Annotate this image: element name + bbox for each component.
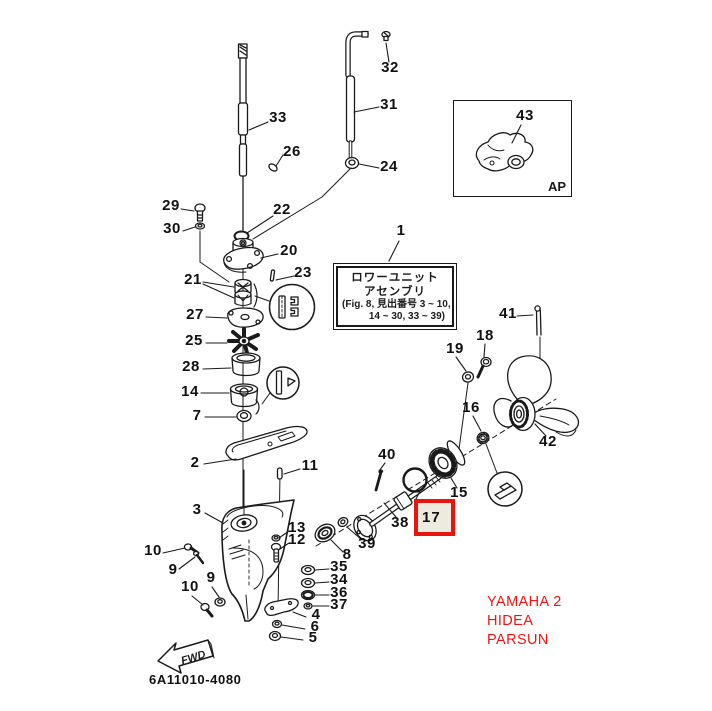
info-box-line-2: アセンブリ [364, 285, 426, 298]
left-fasteners [183, 543, 226, 618]
pin-11 [276, 467, 283, 480]
watermark-line-2: HIDEA [487, 613, 534, 629]
gearcase [221, 469, 295, 622]
lower-fasteners [264, 564, 316, 642]
ap-box-label: AP [547, 179, 566, 194]
gasket-plate-27 [227, 307, 264, 328]
ap-bracket-43 [475, 132, 534, 172]
housing-cup-28 [231, 352, 261, 377]
fwd-arrow: FWD [157, 639, 215, 674]
ap-inset-box: AP [453, 100, 572, 197]
watermark-line-1: YAMAHA 2 [487, 594, 562, 610]
oil-seals-21 [234, 278, 270, 308]
gear-assembly [428, 356, 523, 507]
info-box-border: ロワーユニット アセンブリ (Fig. 8, 見出番号 3 ~ 10, 14 ~… [336, 266, 454, 327]
grommet-24 [344, 156, 360, 170]
bolt-29 [194, 203, 206, 222]
info-box-line-1: ロワーユニット [351, 271, 439, 284]
o-ring-17 [402, 467, 428, 493]
info-box-line-3: (Fig. 8, 見出番号 3 ~ 10, [342, 298, 451, 310]
seal-detail-circle [268, 283, 316, 331]
housing-cup-14 [229, 383, 259, 408]
watermark-line-3: PARSUN [487, 632, 549, 648]
brand-watermark: YAMAHA 2 HIDEA PARSUN [487, 593, 562, 650]
clip-detail-circle [487, 471, 523, 507]
bushing-7 [236, 409, 252, 423]
info-box: ロワーユニット アセンブリ (Fig. 8, 見出番号 3 ~ 10, 14 ~… [333, 263, 457, 330]
seal-32 [381, 30, 391, 42]
cavitation-plate [225, 425, 308, 480]
washer-19 [461, 371, 475, 383]
pump-housing-20 [223, 237, 264, 273]
highlight-box-part-17: 17 [414, 499, 455, 536]
bushing-detail-circle [255, 366, 300, 415]
washer-30 [194, 222, 206, 230]
propeller-group [493, 305, 580, 437]
bolt-18 [476, 356, 492, 379]
impeller-25 [227, 327, 260, 355]
drive-shaft [237, 43, 278, 231]
leader-lines [162, 42, 547, 641]
prop-shaft-group [314, 469, 442, 543]
diagram-code: 6A11010-4080 [149, 672, 242, 687]
pin-26 [268, 163, 278, 172]
water-pump-assembly [194, 203, 316, 423]
highlighted-callout-17: 17 [422, 509, 441, 526]
water-tube [252, 30, 391, 240]
pin-23 [269, 269, 276, 282]
info-box-line-4: 14 ~ 30, 33 ~ 39) [368, 310, 445, 322]
nut-16 [476, 431, 490, 445]
stud-fasteners [270, 534, 282, 563]
pin-40 [374, 469, 384, 492]
